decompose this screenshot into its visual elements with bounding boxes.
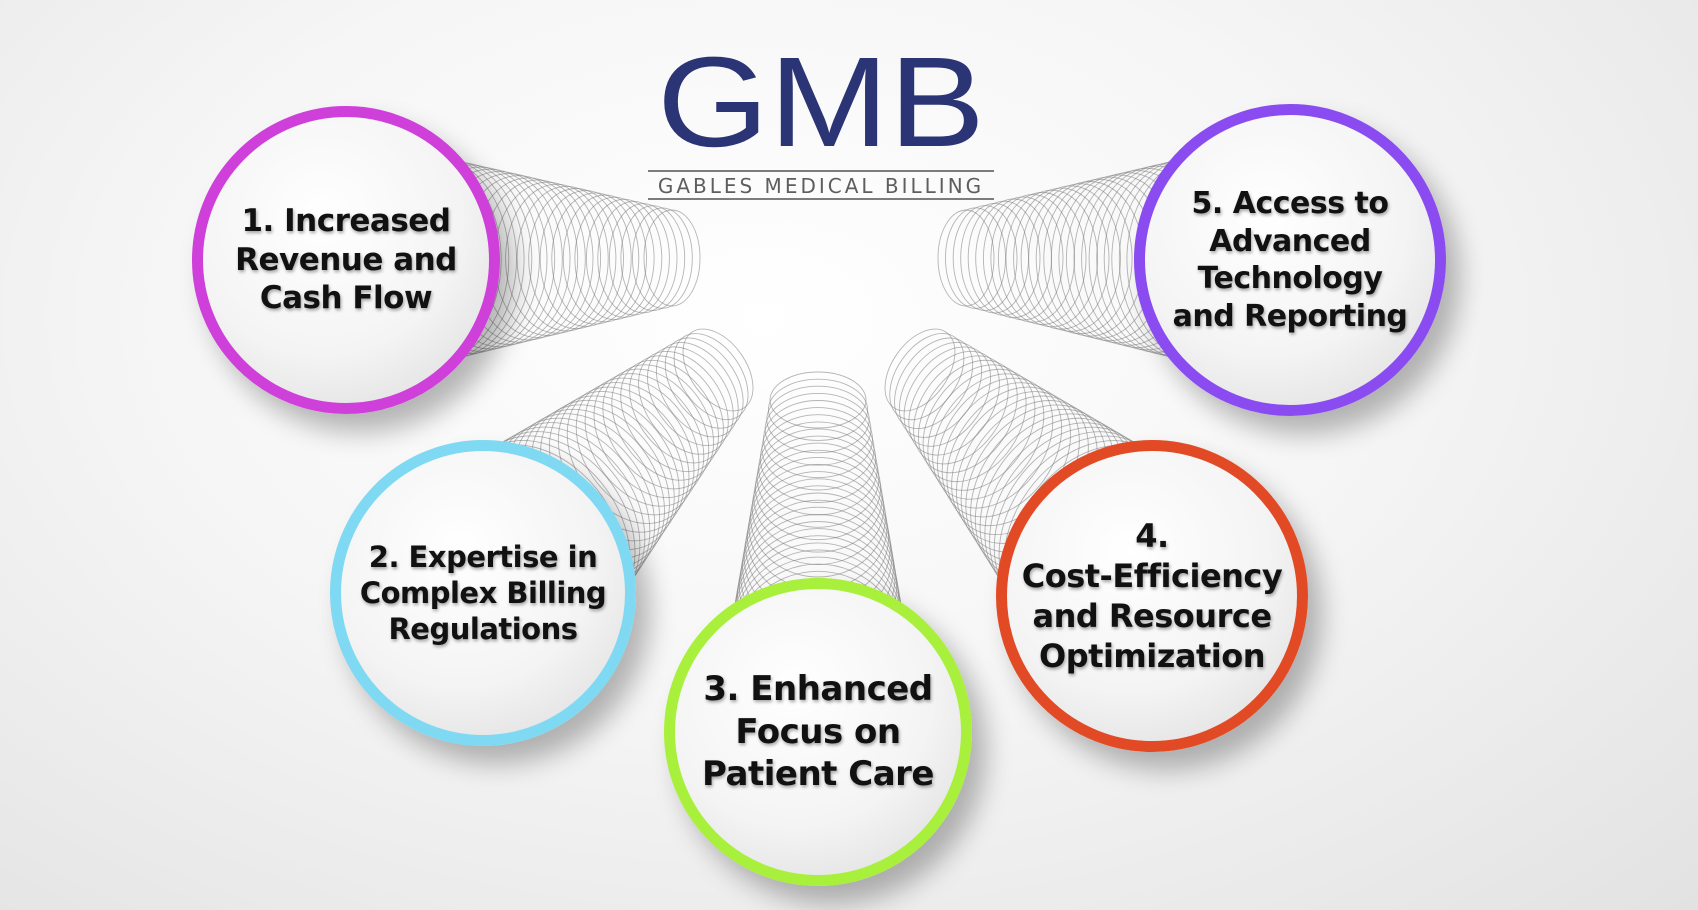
logo-divider-bottom xyxy=(648,198,994,200)
gmb-logo: GMB GABLES MEDICAL BILLING xyxy=(648,38,994,208)
benefit-node-3: 3. Enhanced Focus on Patient Care xyxy=(664,578,972,886)
logo-letters: GMB xyxy=(657,38,985,156)
benefit-node-2: 2. Expertise in Complex Billing Regulati… xyxy=(330,440,636,746)
benefit-node-4: 4. Cost-Efficiency and Resource Optimiza… xyxy=(996,440,1308,752)
benefit-label-4: 4. Cost-Efficiency and Resource Optimiza… xyxy=(1007,516,1297,676)
spring-ring xyxy=(894,338,1028,482)
benefit-label-1: 1. Increased Revenue and Cash Flow xyxy=(203,202,489,318)
spring-ring xyxy=(953,206,1017,311)
spring-ring xyxy=(621,206,685,311)
spring-ring xyxy=(755,436,880,540)
spring-ring xyxy=(751,457,886,577)
spring-ring xyxy=(770,372,866,428)
spring-ring xyxy=(644,210,700,306)
spring-ring xyxy=(991,195,1075,323)
spring-ring xyxy=(1036,181,1143,336)
spring-ring xyxy=(871,316,970,423)
spring-ring xyxy=(878,324,988,443)
spring-ring xyxy=(591,346,735,500)
benefit-node-5: 5. Access to Advanced Technology and Rep… xyxy=(1134,104,1446,416)
gmb-logo-mark: GMB xyxy=(648,38,994,156)
spring-ring xyxy=(633,208,693,308)
logo-divider-top xyxy=(648,170,994,172)
spring-ring xyxy=(764,401,873,478)
spring-ring xyxy=(998,193,1086,325)
benefit-label-3: 3. Enhanced Focus on Patient Care xyxy=(675,668,961,796)
spring-ring xyxy=(1014,188,1109,329)
logo-company-name: GABLES MEDICAL BILLING xyxy=(648,174,994,198)
spring-ring xyxy=(552,193,639,324)
benefit-node-1: 1. Increased Revenue and Cash Flow xyxy=(192,106,500,414)
spring-ring xyxy=(938,210,994,306)
spring-ring xyxy=(630,331,751,462)
benefit-label-5: 5. Access to Advanced Technology and Rep… xyxy=(1145,185,1435,335)
benefit-label-2: 2. Expertise in Complex Billing Regulati… xyxy=(341,539,625,648)
